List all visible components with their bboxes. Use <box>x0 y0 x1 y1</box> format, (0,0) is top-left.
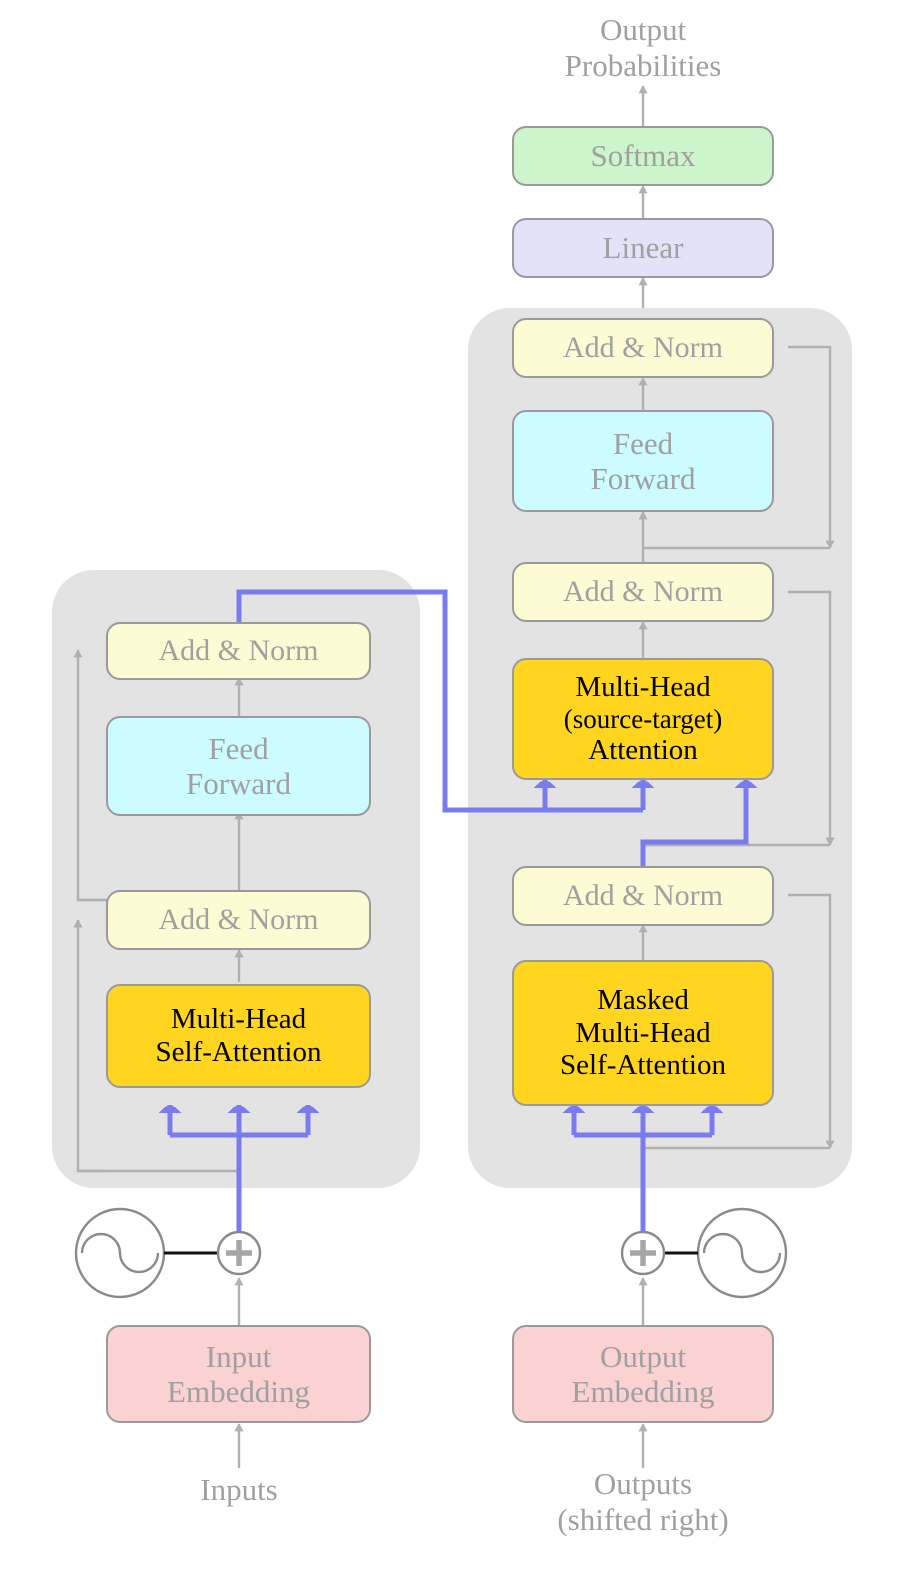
outputs-line1: Outputs <box>593 1466 693 1501</box>
flow-arrows-grey <box>234 85 648 1468</box>
input-positional-encoding-icon <box>74 1207 166 1299</box>
output-embedding-block[interactable]: Output Embedding <box>512 1325 774 1423</box>
decoder-ffn-line1: Feed <box>612 425 674 461</box>
input-embedding-block[interactable]: Input Embedding <box>106 1325 371 1423</box>
encoder-add-norm-2[interactable]: Add & Norm <box>106 622 371 680</box>
decoder-residuals <box>788 345 835 1149</box>
decoder-cross-attention[interactable]: Multi-Head (source-target) Attention <box>512 658 774 780</box>
inputs-label: Inputs <box>200 1472 278 1507</box>
decoder-masked-self-attention[interactable]: Masked Multi-Head Self-Attention <box>512 960 774 1106</box>
output-embedding-line1: Output <box>599 1338 687 1374</box>
encoder-attn-line2: Self-Attention <box>155 1036 322 1068</box>
encoder-attn-line1: Multi-Head <box>170 1003 307 1036</box>
encoder-ffn-line1: Feed <box>208 730 269 766</box>
encoder-memory-to-decoder <box>236 589 570 813</box>
output-prob-line2: Probabilities <box>564 47 722 83</box>
masked-attn-line1: Masked <box>597 983 689 1016</box>
linear-block[interactable]: Linear <box>512 218 774 278</box>
linear-label: Linear <box>602 230 684 266</box>
encoder-add-norm-1-label: Add & Norm <box>158 903 319 937</box>
decoder-feed-forward[interactable]: Feed Forward <box>512 410 774 512</box>
output-positional-encoding-icon <box>696 1207 788 1299</box>
cross-attn-line3: Attention <box>588 734 698 767</box>
decoder-add-norm-3[interactable]: Add & Norm <box>512 318 774 378</box>
input-embedding-line2: Embedding <box>167 1374 310 1409</box>
decoder-add-norm-1-label: Add & Norm <box>563 879 723 913</box>
cross-attn-line2: (source-target) <box>563 703 723 734</box>
cross-attn-line1: Multi-Head <box>575 670 711 703</box>
input-sum-node <box>216 1230 262 1276</box>
encoder-ffn-line2: Forward <box>185 766 292 801</box>
decoder-add-norm-3-label: Add & Norm <box>563 331 723 365</box>
encoder-feed-forward[interactable]: Feed Forward <box>106 716 371 816</box>
encoder-self-attention[interactable]: Multi-Head Self-Attention <box>106 984 371 1088</box>
output-prob-line1: Output <box>599 12 687 47</box>
encoder-add-norm-1[interactable]: Add & Norm <box>106 890 371 950</box>
decoder-add-norm-2-label: Add & Norm <box>563 575 723 609</box>
output-embedding-line2: Embedding <box>571 1374 715 1409</box>
softmax-block[interactable]: Softmax <box>512 126 774 186</box>
decoder-add-norm-1[interactable]: Add & Norm <box>512 866 774 926</box>
encoder-add-norm-2-label: Add & Norm <box>158 634 319 668</box>
blue-flow <box>158 589 758 1232</box>
decoder-residual-taps <box>643 546 830 1150</box>
masked-attn-line3: Self-Attention <box>560 1049 726 1082</box>
cross-attn-q-path <box>640 780 758 868</box>
decoder-ffn-line2: Forward <box>590 461 696 496</box>
output-probabilities-label: Output Probabilities <box>443 12 843 84</box>
masked-attn-line2: Multi-Head <box>575 1016 711 1049</box>
decoder-add-norm-2[interactable]: Add & Norm <box>512 562 774 622</box>
input-embedding-line1: Input <box>205 1338 272 1374</box>
outputs-label: Outputs (shifted right) <box>493 1466 793 1538</box>
output-sum-node <box>620 1230 666 1276</box>
outputs-line2: (shifted right) <box>557 1501 729 1537</box>
softmax-label: Softmax <box>590 138 696 174</box>
